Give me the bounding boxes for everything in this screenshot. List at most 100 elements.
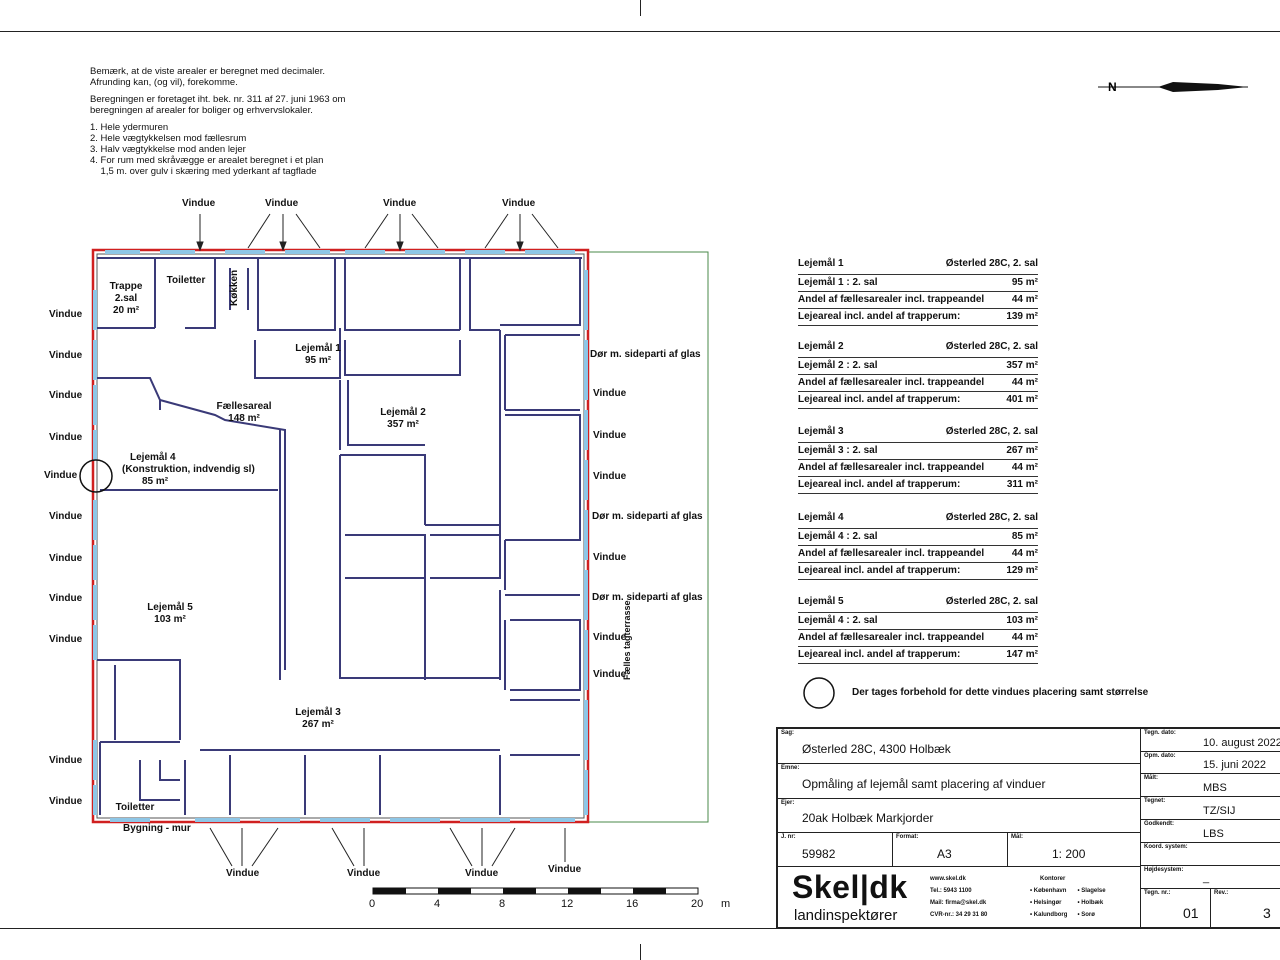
area-row-value: 147 m² [1006,649,1038,660]
tb-label: Emne: [781,765,800,771]
window-label: Vindue [49,390,83,401]
terrace-label: Fælles tagterrasse [622,600,632,680]
tb-tegnet-value: TZ/SIJ [1203,805,1236,817]
area-row-label: Lejeareal incl. andel af trapperum: [798,311,961,322]
area-row-value: 44 m² [1011,462,1038,473]
room-unit-5: Lejemål 5 103 m² [130,602,210,626]
window-label: Vindue [593,388,627,399]
tb-ejer: Ejer: 20ak Holbæk Markjorder [777,798,1141,833]
area-row-value: 44 m² [1011,548,1038,559]
room-toilets-2: Toiletter [115,802,155,813]
window-label: Vindue [182,198,216,209]
area-address: Østerled 28C, 2. sal [945,341,1038,352]
north-label: N [1108,80,1117,94]
area-address: Østerled 28C, 2. sal [945,426,1038,437]
tb-sag-value: Østerled 28C, 4300 Holbæk [802,742,951,756]
area-row-value: 129 m² [1006,565,1038,576]
scale-tick: 0 [369,898,376,910]
window-label: Vindue [593,669,627,680]
tb-maalt: Målt: MBS [1140,773,1280,797]
room-common-area-value: 148 m² [228,413,260,424]
room-unit-2: Lejemål 2 357 m² [353,407,453,431]
window-label: Vindue [593,430,627,441]
tb-label: Godkendt: [1144,821,1174,827]
scale-tick: 16 [626,898,639,910]
window-label: Vindue [593,552,627,563]
room-unit-2-area: 357 m² [387,419,419,430]
company-contact: www.skel.dk Tel.: 5943 1100 Mail: firma@… [930,873,987,921]
area-row-label: Lejemål 4 : 2. sal [798,531,878,542]
window-label: Vindue [49,593,83,604]
tb-maal-value: 1: 200 [1052,847,1086,861]
area-title: Lejemål 2 [798,341,844,352]
company-cvr: CVR-nr.: 34 29 31 80 [930,912,988,918]
company-logo-sub: landinspektører [794,907,898,924]
tb-label: Højdesystem: [1144,867,1184,873]
tb-emne: Emne: Opmåling af lejemål samt placering… [777,763,1141,799]
tb-koord: Koord. system: [1140,842,1280,866]
window-label: Vindue [226,868,260,879]
window-label: Vindue [49,553,83,564]
tb-rev: Rev.: 3 [1210,888,1280,928]
title-block: Sag: Østerled 28C, 4300 Holbæk Emne: Opm… [776,727,1280,929]
scale-tick: 4 [434,898,441,910]
area-row-value: 311 m² [1006,479,1038,490]
office: • Slagelse [1077,888,1106,894]
building-wall-label: Bygning - mur [123,823,191,834]
tb-label: Tegnet: [1144,798,1166,804]
room-unit-3: Lejemål 3 267 m² [278,707,358,731]
area-row-value: 139 m² [1006,311,1038,322]
area-address: Østerled 28C, 2. sal [945,258,1038,269]
area-row-label: Lejemål 2 : 2. sal [798,360,878,371]
tb-label: Sag: [781,730,795,736]
room-stairs-floor: 2.sal [114,293,138,304]
window-label: Vindue [593,632,627,643]
tb-opm-dato: Opm. dato: 15. juni 2022 [1140,751,1280,774]
office: • Holbæk [1077,900,1104,906]
north-arrow-icon: N [1098,80,1248,94]
area-row-value: 357 m² [1006,360,1038,371]
floor-plan [79,213,709,895]
window-label: Vindue [465,868,499,879]
area-row-value: 401 m² [1006,394,1038,405]
area-table-unit-2: Lejemål 2 Østerled 28C, 2. sal Lejemål 2 … [798,339,1038,409]
calculation-notes: Bemærk, at de viste arealer er beregnet … [90,66,420,177]
area-row-value: 85 m² [1011,531,1038,542]
room-unit-4-area: 85 m² [142,476,169,487]
tb-format: Format: A3 [892,832,1008,867]
frame-top-tick [640,0,641,16]
area-row-label: Lejemål 1 : 2. sal [798,277,878,288]
tb-format-value: A3 [937,847,952,861]
room-toilets: Toiletter [166,275,206,286]
area-table-unit-1: Lejemål 1 Østerled 28C, 2. sal Lejemål 1 … [798,256,1038,326]
tb-rev-value: 3 [1263,905,1271,921]
window-label: Vindue [265,198,299,209]
room-unit-5-label: Lejemål 5 [147,602,193,613]
room-common-label: Fællesareal [216,401,272,412]
terrace-outline [588,251,709,823]
note-item: 1,5 m. over gulv i skæring med yderkant … [90,166,317,177]
area-title: Lejemål 1 [798,258,844,269]
room-unit-3-area: 267 m² [302,719,334,730]
reservation-note: Der tages forbehold for dette vindues pl… [852,687,1149,698]
room-unit-2-label: Lejemål 2 [380,407,426,418]
window-label: Vindue [49,350,83,361]
company-web: www.skel.dk [930,876,966,882]
window-label: Vindue [593,471,627,482]
window-arrows [196,213,566,867]
window-label: Vindue [548,864,582,875]
area-row-label: Lejemål 3 : 2. sal [798,445,878,456]
room-stairs: Trappe 2.sal 20 m² [104,281,148,317]
room-common-area: Fællesareal 148 m² [196,401,292,425]
tb-tegn-dato-value: 10. august 2022 [1203,737,1280,749]
scale-tick: 20 [691,898,704,910]
tb-tegn-nr: Tegn. nr.: 01 [1140,888,1211,928]
area-row-label: Lejeareal incl. andel af trapperum: [798,649,961,660]
window-label: Vindue [49,634,83,645]
tb-company: Skel|dk landinspektører www.skel.dk Tel.… [777,866,1141,928]
area-address: Østerled 28C, 2. sal [945,596,1038,607]
window-label: Vindue [383,198,417,209]
area-address: Østerled 28C, 2. sal [945,512,1038,523]
scale-tick: 12 [561,898,574,910]
